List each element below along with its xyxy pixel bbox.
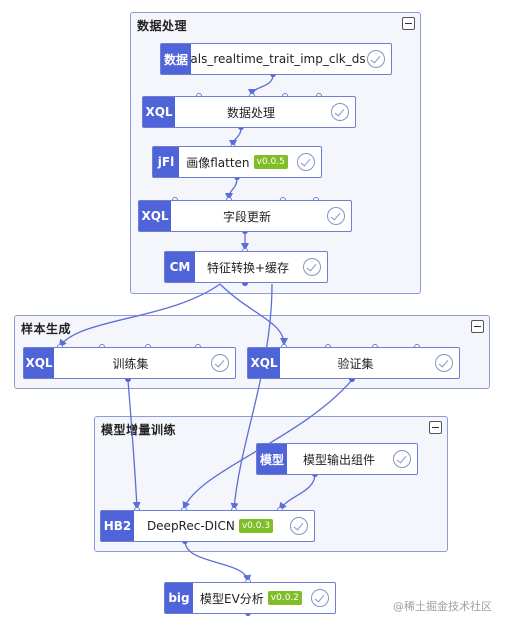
node-label-text: 数据处理 (226, 105, 275, 120)
node-label: 数据处理 (175, 97, 327, 127)
node-label: 训练集 (54, 348, 207, 378)
watermark: @稀土掘金技术社区 (393, 600, 492, 613)
group-title: 数据处理 (137, 19, 188, 33)
status-check-icon (290, 517, 308, 535)
node-label-text: 验证集 (337, 356, 374, 371)
status-check-icon (211, 354, 229, 372)
node-model-output[interactable]: 模型 模型输出组件 (256, 443, 418, 475)
node-type-tag: jFl (153, 147, 179, 177)
node-label: 字段更新 (171, 201, 323, 231)
node-label: 模型输出组件 (287, 444, 391, 474)
status-check-icon (393, 450, 411, 468)
collapse-button[interactable] (471, 320, 484, 333)
status-check-icon (435, 354, 453, 372)
node-label: als_realtime_trait_imp_clk_ds (190, 44, 366, 74)
node-type-tag: XQL (139, 201, 171, 231)
node-xql-data-processing[interactable]: XQL 数据处理 (142, 96, 356, 128)
node-training-set[interactable]: XQL 训练集 (23, 347, 236, 379)
node-xql-field-update[interactable]: XQL 字段更新 (138, 200, 352, 232)
node-label-text: DeepRec-DICN (146, 519, 235, 533)
node-type-tag: CM (165, 252, 195, 282)
status-check-icon (331, 103, 349, 121)
node-label-text: 模型EV分析 (199, 591, 264, 606)
group-title: 模型增量训练 (101, 423, 177, 437)
node-type-tag: 模型 (257, 444, 287, 474)
collapse-button[interactable] (429, 421, 442, 434)
node-label-text: als_realtime_trait_imp_clk_ds (190, 52, 366, 66)
status-check-icon (367, 50, 385, 68)
group-title: 样本生成 (21, 322, 72, 336)
status-check-icon (311, 589, 329, 607)
node-type-tag: big (165, 583, 193, 613)
node-type-tag: 数据 (161, 44, 191, 74)
node-type-tag: XQL (24, 348, 54, 378)
node-label-text: 画像flatten (186, 155, 250, 170)
node-als-datasource[interactable]: 数据 als_realtime_trait_imp_clk_ds (160, 43, 392, 75)
node-validation-set[interactable]: XQL 验证集 (247, 347, 460, 379)
node-label: 验证集 (280, 348, 431, 378)
node-label-text: 字段更新 (222, 209, 271, 224)
node-type-tag: XQL (143, 97, 175, 127)
node-type-tag: XQL (248, 348, 280, 378)
node-label-text: 模型输出组件 (302, 452, 375, 467)
node-label-text: 训练集 (112, 356, 149, 371)
node-label: 特征转换+缓存 (195, 252, 301, 282)
version-badge: v0.0.5 (253, 155, 288, 169)
status-check-icon (297, 153, 315, 171)
version-badge: v0.0.2 (267, 591, 303, 605)
status-check-icon (327, 207, 345, 225)
status-check-icon (303, 258, 321, 276)
node-label-text: 特征转换+缓存 (206, 260, 290, 275)
collapse-button[interactable] (402, 17, 415, 30)
node-cm-feature-cache[interactable]: CM 特征转换+缓存 (164, 251, 328, 283)
node-type-tag: HB2 (101, 511, 134, 541)
version-badge: v0.0.3 (238, 519, 274, 533)
